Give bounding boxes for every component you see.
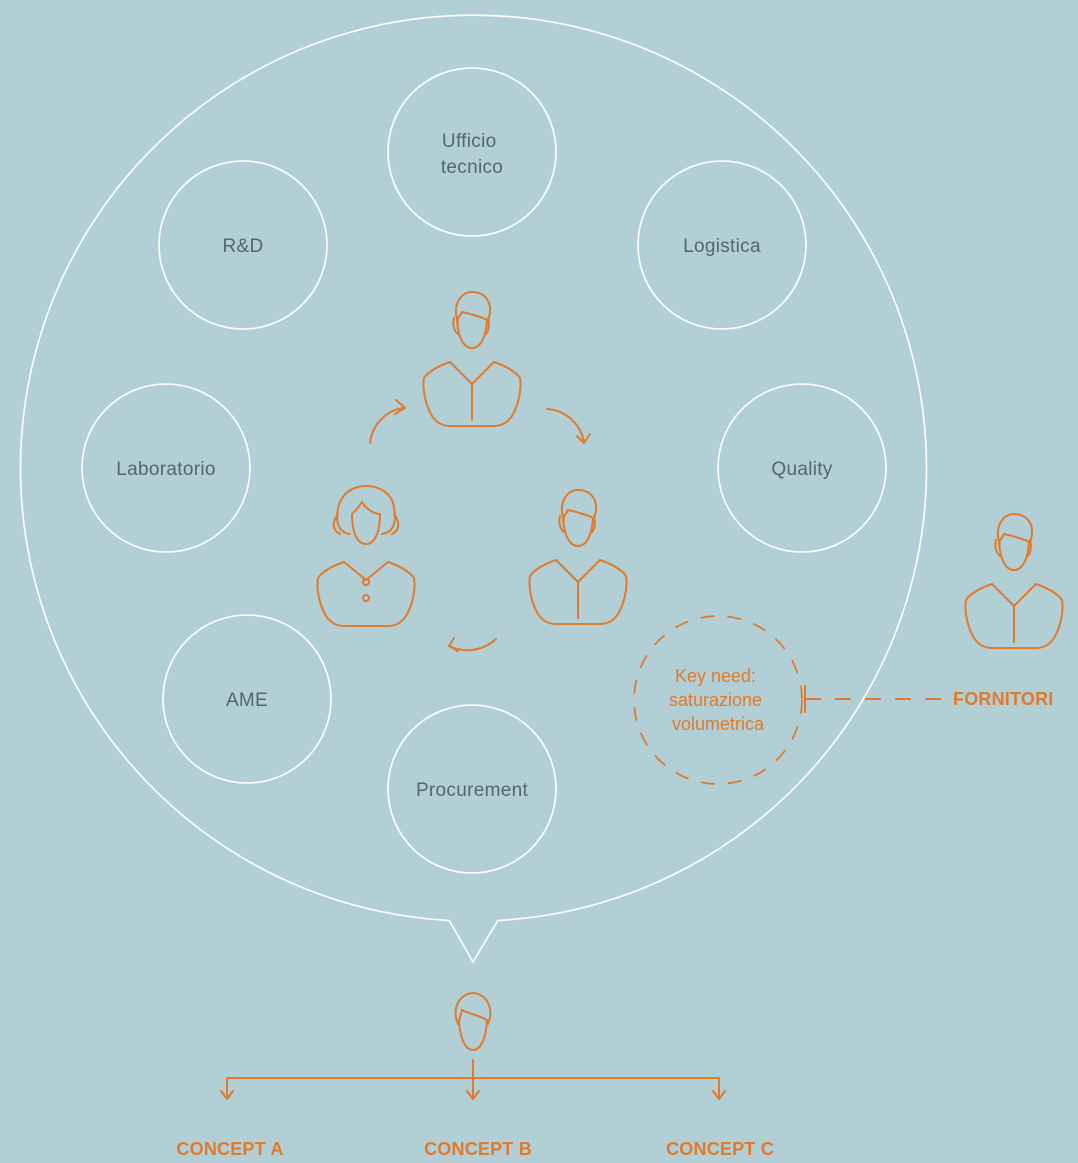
key-need-line: volumetrica [672,714,765,734]
concept-a-label: CONCEPT A [176,1139,283,1159]
supplier-label: FORNITORI [953,689,1053,709]
department-label-line: tecnico [441,157,503,178]
department-quality: Quality [717,383,887,553]
concept-b-label: CONCEPT B [424,1139,532,1159]
department-label: Procurement [416,780,528,801]
department-rd: R&D [158,160,328,330]
team-man-right-icon [528,489,628,625]
cycle-arrow-icon [448,637,497,652]
team-woman-icon [316,485,416,627]
svg-text:Ufficio tecnico: Ufficio tecnico [441,131,503,178]
concept-c-label: CONCEPT C [666,1139,774,1159]
department-label: Quality [771,459,832,480]
supplier-person-icon [964,513,1064,649]
concept-tree [220,1059,726,1100]
key-need-line: Key need: [675,666,756,686]
department-laboratorio: Laboratorio [81,383,251,553]
department-ame: AME [162,614,332,784]
svg-text:Key need: saturazione: Key need: saturazione volumetrica [669,666,767,734]
cycle-arrow-icon [546,408,591,444]
team-man-top-icon [422,291,522,427]
cycle-arrow-icon [369,399,406,444]
department-label: R&D [222,236,263,257]
department-label: Laboratorio [116,459,215,480]
department-label-line: Ufficio [442,131,497,152]
key-need-callout: Key need: saturazione volumetrica [633,615,803,785]
leader-head-icon [454,992,492,1051]
key-need-line: saturazione [669,690,762,710]
department-label: Logistica [683,236,761,257]
supplier-connector [804,685,952,713]
department-label: AME [226,690,268,711]
team-bubble-outline [19,14,928,964]
department-ufficio-tecnico: Ufficio tecnico [387,67,557,237]
department-logistica: Logistica [637,160,807,330]
department-procurement: Procurement [387,704,557,874]
